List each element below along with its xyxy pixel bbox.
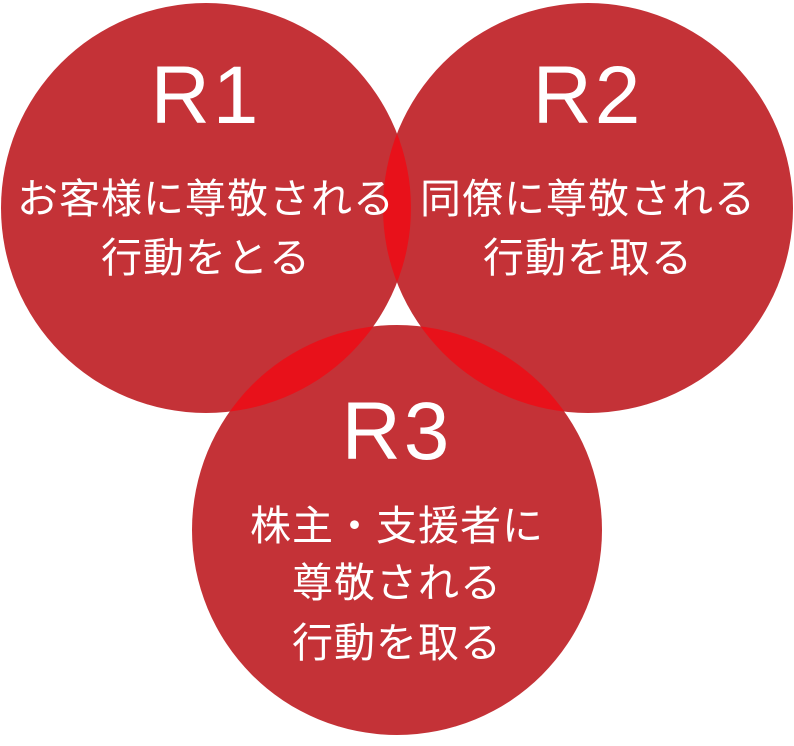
circle-r3 [192, 325, 602, 735]
circle-r1 [1, 3, 411, 413]
r3-text-line-2: 尊敬される [292, 560, 502, 606]
r2-text-line-1: 同僚に尊敬される [420, 176, 756, 222]
r3-text-line-1: 株主・支援者に [250, 503, 544, 549]
r1-text-line-1: お客様に尊敬される [17, 176, 395, 222]
r2-heading: R2 [533, 50, 644, 141]
r3-heading: R3 [342, 386, 453, 477]
circle-r2 [383, 3, 793, 413]
r3-text-line-3: 行動を取る [292, 620, 502, 666]
r2-text-line-2: 行動を取る [483, 235, 693, 281]
r1-text-line-2: 行動をとる [101, 235, 311, 281]
r1-heading: R1 [151, 50, 262, 141]
